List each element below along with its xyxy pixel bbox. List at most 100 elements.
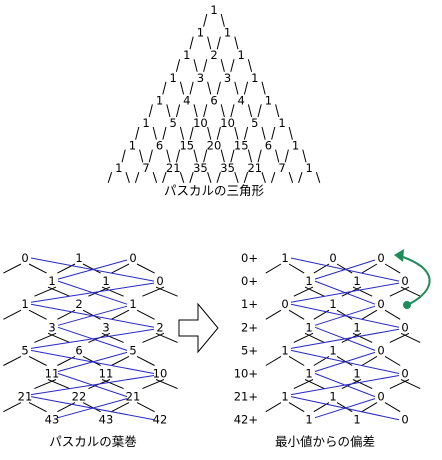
leaf-roll-edge	[28, 355, 47, 366]
triangle-number: 10	[193, 116, 208, 130]
triangle-edge	[247, 149, 253, 163]
deviation-number: 0	[401, 413, 408, 427]
triangle-number: 1	[306, 161, 313, 175]
leaf-roll-edge	[3, 263, 22, 274]
triangle-edge	[193, 59, 198, 72]
triangle-edge	[257, 104, 262, 118]
deviation-edge	[400, 286, 421, 297]
triangle-edge	[261, 81, 266, 95]
triangle-edge	[247, 59, 253, 72]
triangle-number: 5	[170, 116, 177, 130]
triangle-edge	[175, 104, 181, 118]
deviation-offset: 10+	[234, 367, 258, 381]
triangle-edge	[234, 81, 239, 95]
leaf-roll-wrap-line	[57, 259, 128, 280]
deviation-edge	[384, 309, 401, 320]
deviation-number: 1	[305, 320, 312, 334]
leaf-roll-edge	[28, 309, 47, 320]
leaf-roll-edge	[155, 332, 178, 343]
triangle-number: 1	[183, 48, 190, 62]
triangle-edge	[288, 172, 294, 183]
deviation-wrap-line	[290, 328, 400, 349]
leaf-roll-number: 5	[21, 343, 28, 357]
leaf-roll-edge	[82, 309, 101, 320]
triangle-edge	[203, 104, 208, 118]
deviation-number: 1	[305, 413, 312, 427]
triangle-edge	[243, 172, 249, 183]
triangle-edge	[175, 149, 181, 163]
leaf-roll-wrap-lines	[30, 257, 155, 421]
triangle-edge	[207, 81, 212, 95]
deviation-edge	[336, 263, 353, 274]
deviation-wrap-line	[290, 282, 400, 303]
triangle-number: 1	[265, 93, 272, 107]
deviation-edge	[288, 355, 305, 366]
triangle-number: 1	[210, 3, 217, 17]
triangle-edge	[216, 81, 221, 95]
leaf-roll-edge	[3, 309, 22, 320]
deviation-edge	[384, 402, 401, 413]
triangle-edge	[175, 59, 181, 72]
deviation-number: 1	[329, 297, 336, 311]
triangle-number: 1	[292, 139, 299, 153]
triangle-edge	[189, 172, 194, 183]
leaf-roll-number: 0	[21, 251, 28, 265]
triangle-edge	[230, 104, 235, 118]
deviation-number: 0	[329, 251, 336, 265]
deviation-edge	[389, 379, 410, 390]
triangle-number: 6	[156, 139, 163, 153]
triangle-edge	[193, 104, 198, 118]
triangle-caption: パスカルの三角形	[164, 183, 265, 198]
leaf-roll-edges	[3, 263, 178, 413]
leaf-roll-edge	[111, 263, 130, 274]
triangle-edge	[298, 172, 303, 183]
triangle-edge	[179, 81, 185, 95]
triangle-edge	[148, 149, 153, 163]
leaf-roll-number: 11	[99, 367, 114, 381]
triangle-edge	[216, 126, 221, 140]
leaf-roll-number: 2	[75, 297, 82, 311]
leaf-roll-number: 1	[48, 274, 55, 288]
triangle-edge	[284, 149, 289, 163]
deviation-edge	[293, 286, 314, 297]
leaf-roll-number: 21	[18, 390, 33, 404]
triangle-number: 3	[224, 71, 231, 85]
deviation-edge	[384, 355, 401, 366]
triangle-number: 20	[207, 139, 222, 153]
leaf-roll-number: 5	[129, 343, 136, 357]
triangle-number: 21	[166, 161, 181, 175]
deviation-edge	[304, 286, 325, 297]
leaf-roll-edge	[101, 332, 124, 343]
deviation-edge	[265, 402, 282, 413]
deviation-edge	[389, 286, 410, 297]
leaf-roll-edge	[111, 355, 130, 366]
deviation-number: 0	[377, 390, 384, 404]
leaf-roll-edge	[47, 332, 70, 343]
leaf-roll-edge	[136, 309, 155, 320]
leaf-roll-edge	[28, 402, 47, 413]
deviation-edge	[288, 309, 305, 320]
triangle-number: 1	[170, 71, 177, 85]
triangle-number: 21	[247, 161, 262, 175]
triangle-number: 1	[115, 161, 122, 175]
leaf-roll-edge	[155, 286, 178, 297]
triangle-edge	[302, 149, 307, 163]
deviation-edge	[304, 379, 325, 390]
leaf-roll-edge	[101, 379, 124, 390]
deviation-number: 0	[401, 320, 408, 334]
cycle-arrow-icon	[394, 249, 431, 309]
leaf-roll-wrap-line	[57, 398, 128, 419]
triangle-number: 3	[197, 71, 204, 85]
leaf-roll-edge	[142, 332, 165, 343]
triangle-edge	[179, 172, 185, 183]
deviation-offset: 1+	[241, 297, 258, 311]
triangle-edge	[261, 126, 266, 140]
leaf-roll-edge	[82, 402, 101, 413]
deviation-wrap-line	[290, 375, 400, 396]
leaf-roll-edge	[136, 263, 155, 274]
triangle-edge	[125, 172, 130, 183]
deviation-edge	[361, 355, 378, 366]
deviation-number: 1	[353, 274, 360, 288]
triangle-edge	[193, 149, 198, 163]
